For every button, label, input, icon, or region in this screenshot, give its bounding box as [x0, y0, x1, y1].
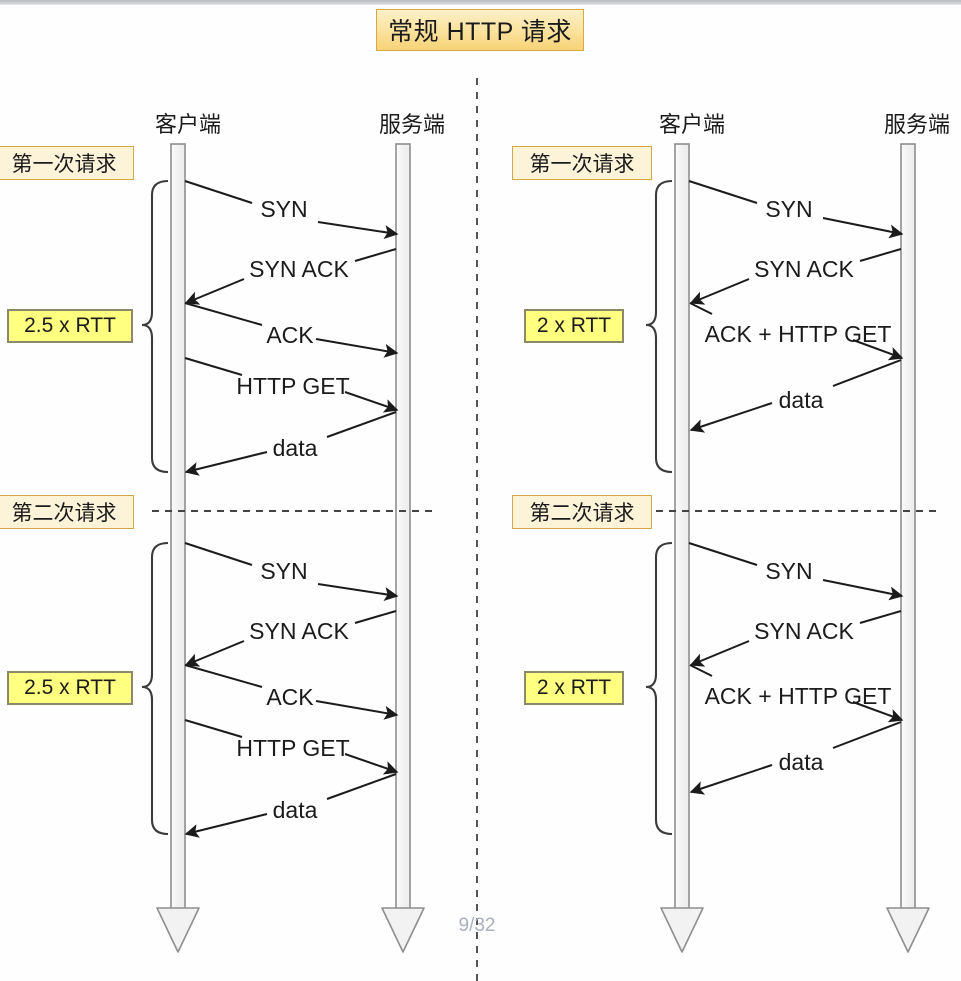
right-block2-rtt-tag: 2 x RTT: [524, 671, 624, 705]
left-block2-rtt-tag: 2.5 x RTT: [7, 671, 133, 705]
left-b2-msg-httpget-line-a: [184, 719, 243, 738]
right-block2-request-tag: 第二次请求: [512, 495, 652, 529]
left-b1-msg-httpget-line-b: [344, 391, 399, 413]
right-server-lifeline: [900, 143, 916, 911]
left-block1-request-tag: 第一次请求: [0, 146, 134, 180]
right-b2-msg-data-line-a: [832, 721, 902, 749]
left-b1-msg-syn-line-a: [184, 180, 253, 204]
right-b2-msg-ackhttpget-line-b: [852, 701, 904, 723]
left-b1-msg-synack-line-a: [354, 248, 397, 262]
right-b1-msg-syn-line-a: [688, 180, 758, 204]
right-b2-msg-ackhttpget-line-a: [689, 664, 713, 677]
left-server-lifeline: [395, 143, 411, 911]
right-b2-msg-synack-line-a: [859, 610, 902, 624]
left-block2-request-tag: 第二次请求: [0, 495, 134, 529]
left-b2-msg-httpget-line-b: [344, 753, 399, 775]
left-b1-msg-httpget-line-a: [184, 357, 243, 376]
page-number: 9/32: [459, 915, 496, 936]
right-server-header: 服务端: [884, 112, 950, 137]
right-b2-msg-syn-line-a: [688, 542, 758, 566]
left-server-lifeline-arrowhead: [381, 907, 425, 953]
right-b2-msg-data-line-b: [689, 764, 773, 795]
left-b2-msg-data-line-a: [326, 773, 397, 800]
left-b1-msg-httpget-label: HTTP GET: [236, 373, 349, 399]
left-b2-msg-synack-line-b: [184, 640, 245, 667]
left-b1-msg-synack-label: SYN ACK: [249, 256, 349, 282]
right-block1-rtt-tag: 2 x RTT: [524, 309, 624, 343]
left-b1-msg-syn-label: SYN: [260, 196, 307, 222]
left-client-lifeline: [170, 143, 186, 911]
right-b1-msg-syn-line-b: [822, 217, 904, 239]
right-b1-msg-data-label: data: [779, 387, 824, 413]
left-b2-msg-syn-line-b: [317, 583, 399, 602]
left-b1-msg-ack-label: ACK: [266, 322, 314, 348]
right-b1-msg-ackhttpget-line-b: [852, 339, 904, 361]
right-b1-msg-data-line-b: [689, 402, 773, 433]
right-b2-msg-synack-line-b: [689, 640, 750, 667]
left-b2-msg-httpget-label: HTTP GET: [236, 735, 349, 761]
right-client-lifeline: [674, 143, 690, 911]
right-b1-msg-syn-label: SYN: [765, 196, 812, 222]
left-b1-msg-data-line-a: [326, 411, 397, 438]
panel-left: 客户端 服务端 SYN SYN ACK ACK: [141, 112, 445, 953]
right-b2-msg-syn-line-b: [822, 579, 904, 601]
left-b2-msg-syn-line-a: [184, 542, 253, 566]
left-b2-msg-synack-label: SYN ACK: [249, 618, 349, 644]
left-b2-msg-ack-label: ACK: [266, 684, 314, 710]
left-server-header: 服务端: [379, 112, 445, 137]
left-client-lifeline-arrowhead: [156, 907, 200, 953]
left-b2-msg-synack-line-a: [354, 610, 397, 624]
left-b2-msg-data-label: data: [273, 797, 318, 823]
window-top-edge: [0, 0, 961, 5]
left-b2-msg-ack-line-b: [315, 700, 399, 720]
right-block2-brace: [645, 541, 673, 836]
right-b1-msg-synack-line-a: [859, 248, 902, 262]
right-b1-msg-synack-label: SYN ACK: [754, 256, 854, 282]
left-b2-msg-data-line-b: [184, 813, 268, 838]
left-block1-brace: [141, 179, 169, 474]
left-b1-msg-syn-line-b: [317, 221, 399, 240]
right-b1-msg-synack-line-b: [689, 278, 750, 305]
left-b2-msg-ack-line-a: [184, 664, 263, 688]
right-b2-msg-synack-label: SYN ACK: [754, 618, 854, 644]
right-b1-msg-ackhttpget-label: ACK + HTTP GET: [705, 321, 892, 347]
left-b1-msg-synack-line-b: [184, 278, 245, 305]
right-block1-request-tag: 第一次请求: [512, 146, 652, 180]
right-server-lifeline-arrowhead: [886, 907, 930, 953]
right-b1-msg-ackhttpget-line-a: [689, 302, 713, 315]
left-block2-brace: [141, 541, 169, 836]
panel-right: 客户端 服务端 SYN SYN ACK ACK + HTTP GET dat: [645, 112, 950, 953]
right-b1-msg-data-line-a: [832, 359, 902, 387]
right-b2-msg-ackhttpget-label: ACK + HTTP GET: [705, 683, 892, 709]
right-client-header: 客户端: [659, 112, 725, 137]
left-block1-rtt-tag: 2.5 x RTT: [7, 309, 133, 343]
page-title: 常规 HTTP 请求: [376, 9, 584, 51]
right-b2-msg-syn-label: SYN: [765, 558, 812, 584]
left-b1-msg-data-label: data: [273, 435, 318, 461]
left-client-header: 客户端: [155, 112, 221, 137]
left-b1-msg-data-line-b: [184, 451, 268, 476]
right-block1-brace: [645, 179, 673, 474]
right-client-lifeline-arrowhead: [660, 907, 704, 953]
left-b1-msg-ack-line-b: [315, 338, 399, 358]
right-b2-msg-data-label: data: [779, 749, 824, 775]
left-b1-msg-ack-line-a: [184, 302, 263, 326]
left-b2-msg-syn-label: SYN: [260, 558, 307, 584]
